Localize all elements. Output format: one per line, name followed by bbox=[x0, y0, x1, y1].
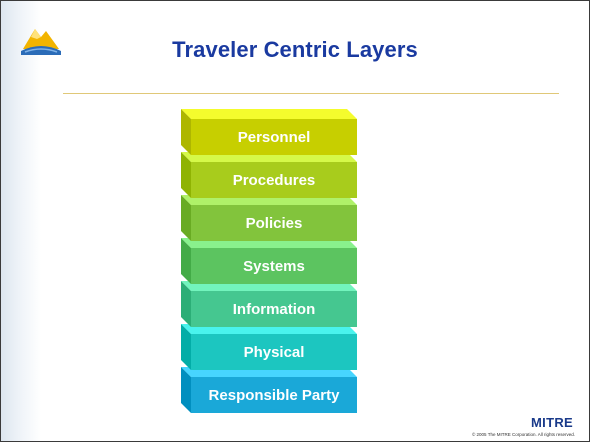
layers-diagram: Responsible Party Physical Information Syst… bbox=[171, 103, 361, 413]
layer-side-face bbox=[181, 109, 191, 155]
side-gradient bbox=[1, 1, 41, 441]
layer-top-face bbox=[181, 109, 357, 119]
layer-label: Information bbox=[233, 301, 316, 318]
layer-front-face bbox=[191, 334, 357, 370]
layer-front-face bbox=[191, 248, 357, 284]
layer-label: Procedures bbox=[233, 172, 316, 189]
layer-side-face bbox=[181, 195, 191, 241]
slide-title: Traveler Centric Layers bbox=[172, 37, 418, 62]
layer-side-face bbox=[181, 238, 191, 284]
layer-information: Information bbox=[181, 281, 357, 327]
layer-responsible-party: Responsible Party bbox=[181, 367, 357, 413]
layer-front-face bbox=[191, 377, 357, 413]
layer-side-face bbox=[181, 152, 191, 198]
layer-label: Systems bbox=[243, 258, 305, 275]
copyright-text: © 2005 The MITRE Corporation. All rights… bbox=[471, 432, 575, 437]
layer-label: Responsible Party bbox=[209, 387, 341, 404]
title-divider bbox=[63, 93, 559, 94]
mitre-logo: MITRE bbox=[531, 415, 573, 430]
layer-label: Policies bbox=[246, 215, 303, 232]
layer-side-face bbox=[181, 324, 191, 370]
layer-side-face bbox=[181, 281, 191, 327]
layer-physical: Physical bbox=[181, 324, 357, 370]
layer-side-face bbox=[181, 367, 191, 413]
layer-label: Physical bbox=[244, 344, 305, 361]
layer-label: Personnel bbox=[238, 129, 311, 146]
layer-procedures: Procedures bbox=[181, 152, 357, 198]
mountain-logo-icon bbox=[21, 29, 61, 55]
layer-systems: Systems bbox=[181, 238, 357, 284]
layers-stack: Responsible Party Physical Information Syst… bbox=[181, 109, 357, 413]
layer-front-face bbox=[191, 291, 357, 327]
layer-front-face bbox=[191, 205, 357, 241]
layer-front-face bbox=[191, 119, 357, 155]
layer-policies: Policies bbox=[181, 195, 357, 241]
layer-personnel: Personnel bbox=[181, 109, 357, 155]
layer-front-face bbox=[191, 162, 357, 198]
